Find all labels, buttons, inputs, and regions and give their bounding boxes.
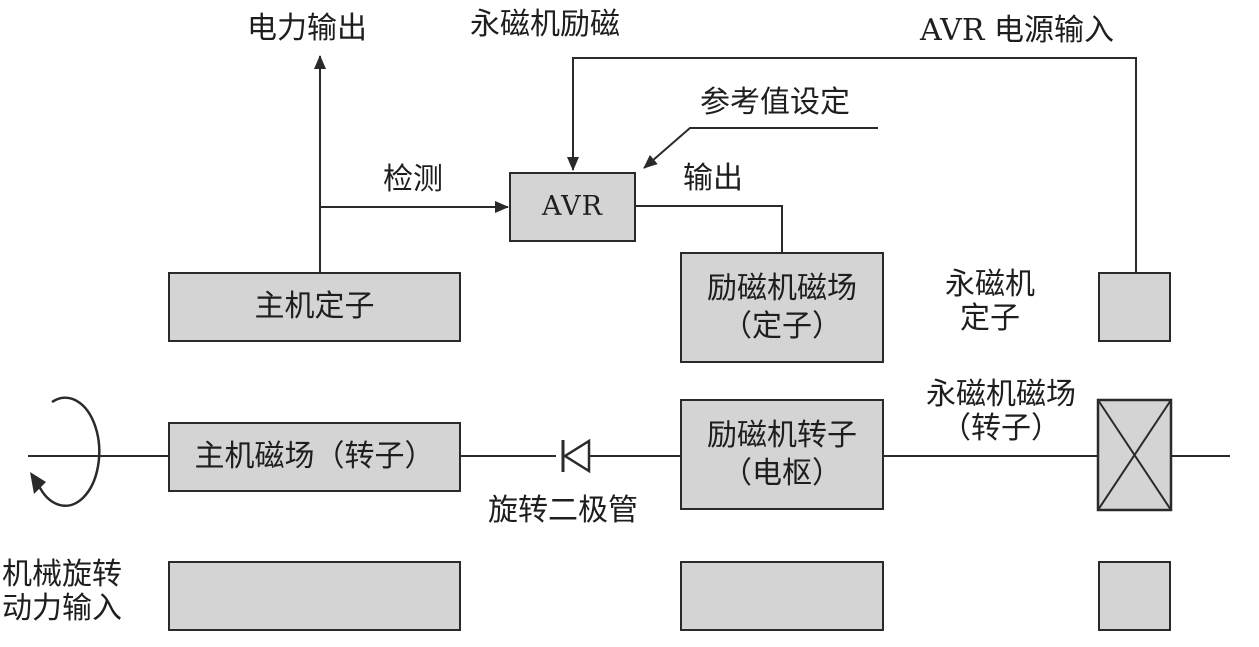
rotating-diode-label: 旋转二极管 bbox=[488, 493, 638, 528]
avr-box: AVR bbox=[509, 172, 636, 242]
main-field-box: 主机磁场（转子） bbox=[168, 422, 461, 492]
exciter-rotor-box: 励磁机转子 （电枢） bbox=[680, 399, 884, 510]
exciter-rotor-label-2: （电枢） bbox=[722, 455, 842, 491]
exciter-field-box: 励磁机磁场 （定子） bbox=[680, 252, 884, 363]
pm-bottom-box bbox=[1098, 561, 1171, 631]
pm-field-label-1: 永磁机磁场 bbox=[926, 377, 1076, 412]
avr-power-line bbox=[567, 57, 1137, 272]
mech-input-label-1: 机械旋转 bbox=[2, 557, 122, 592]
pm-stator-box bbox=[1098, 272, 1171, 342]
pm-stator-label: 永磁机 定子 bbox=[928, 268, 1052, 336]
main-bottom-box bbox=[168, 561, 461, 631]
exciter-field-label-2: （定子） bbox=[722, 308, 842, 344]
main-stator-box: 主机定子 bbox=[168, 272, 461, 342]
rotation-arrowhead bbox=[30, 472, 46, 494]
exciter-field-label-1: 励磁机磁场 bbox=[707, 270, 857, 306]
main-stator-label: 主机定子 bbox=[254, 289, 375, 324]
exciter-rotor-label-1: 励磁机转子 bbox=[707, 417, 857, 453]
power-out-label: 电力输出 bbox=[247, 11, 367, 46]
mech-input-label-2: 动力输入 bbox=[2, 591, 122, 626]
mech-input-label: 机械旋转 动力输入 bbox=[2, 558, 122, 626]
pm-field-label: 永磁机磁场 （转子） bbox=[906, 378, 1096, 446]
main-field-label: 主机磁场（转子） bbox=[194, 439, 435, 474]
pm-stator-label-1: 永磁机 bbox=[945, 267, 1035, 302]
avr-output-line bbox=[636, 205, 783, 252]
pm-excitation-label: 永磁机励磁 bbox=[470, 7, 620, 42]
pm-field-label-2: （转子） bbox=[941, 411, 1061, 446]
pm-stator-label-2: 定子 bbox=[960, 301, 1020, 336]
rotation-icon bbox=[36, 396, 101, 507]
avr-label: AVR bbox=[542, 191, 603, 222]
reference-line bbox=[643, 127, 878, 169]
diode-icon bbox=[556, 438, 600, 474]
detect-label: 检测 bbox=[383, 162, 443, 197]
pm-rotor-box bbox=[1096, 398, 1173, 512]
avr-power-in-label: AVR 电源输入 bbox=[920, 13, 1114, 48]
reference-set-label: 参考值设定 bbox=[700, 85, 850, 120]
output-label: 输出 bbox=[683, 161, 743, 196]
exciter-bottom-box bbox=[680, 561, 884, 631]
